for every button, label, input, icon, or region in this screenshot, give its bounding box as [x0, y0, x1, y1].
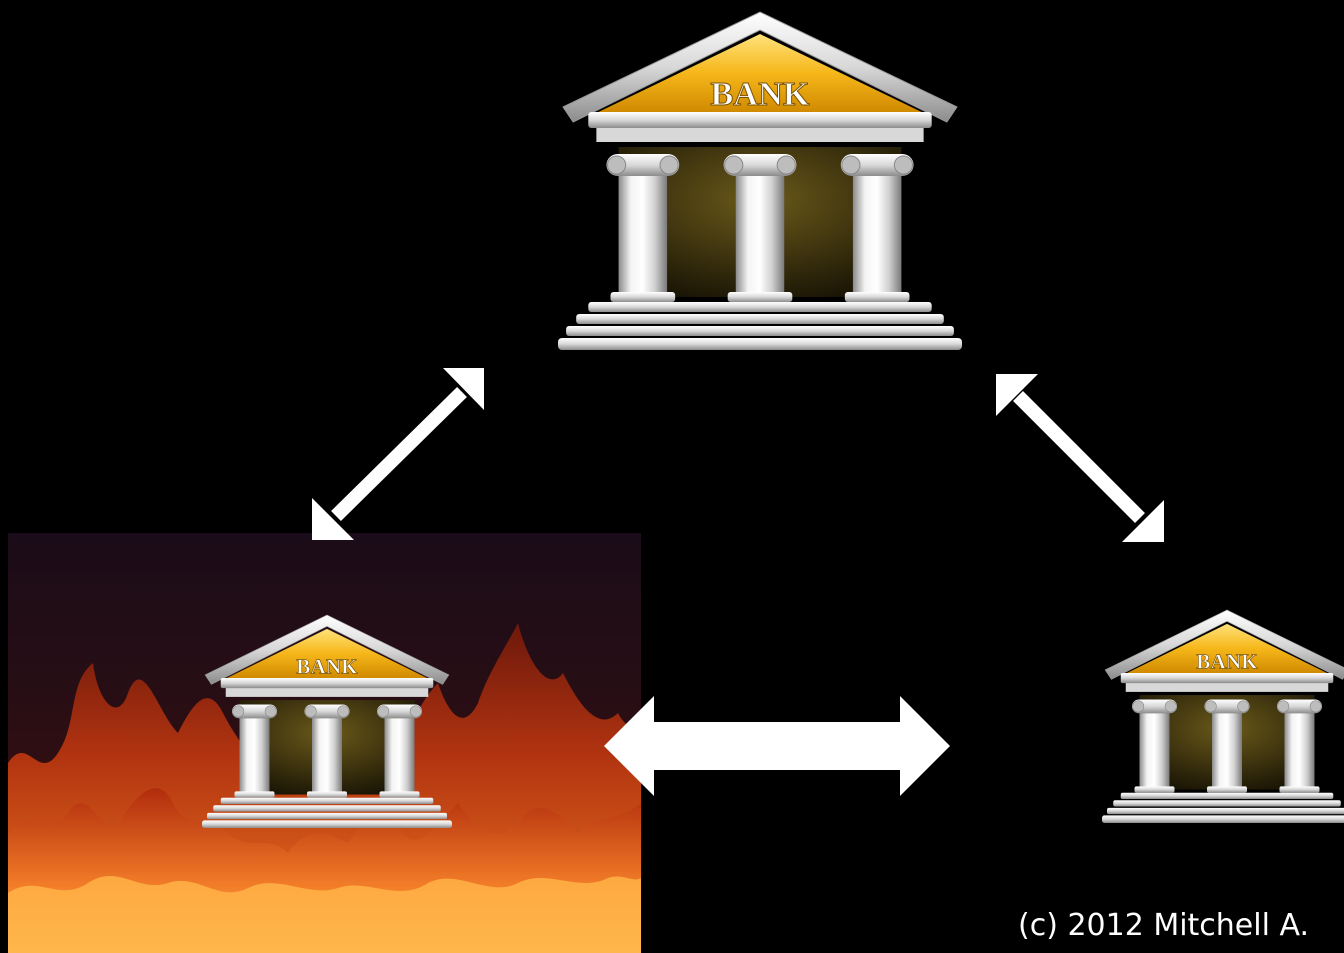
- arrow-left-right: [604, 696, 950, 796]
- bank-left-label: BANK: [296, 655, 358, 679]
- bank-right: BANK: [1101, 609, 1344, 824]
- bank-top: BANK: [557, 11, 963, 351]
- bank-left: BANK: [201, 614, 453, 829]
- bank-top-label: BANK: [710, 76, 810, 113]
- arrow-top-right: [996, 374, 1164, 542]
- fire-image: [8, 533, 641, 953]
- bank-right-label: BANK: [1196, 650, 1258, 674]
- fire-background: [8, 533, 641, 953]
- arrow-top-left: [312, 368, 484, 540]
- copyright-text: (c) 2012 Mitchell A.: [1018, 908, 1310, 943]
